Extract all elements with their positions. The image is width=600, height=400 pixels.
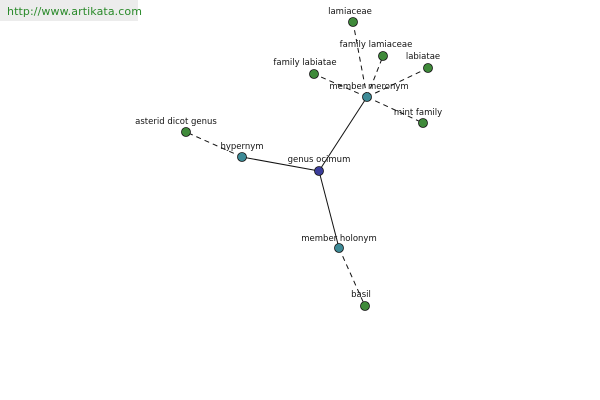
- edge-center-holonym: [318, 170, 340, 249]
- graph-labels: genus ocimum hypernym member meronym member…: [135, 7, 442, 300]
- url-link[interactable]: http://www.artikata.com: [7, 5, 143, 18]
- node-lamiaceae[interactable]: [348, 17, 358, 27]
- node-family-labiatae[interactable]: [309, 69, 319, 79]
- edge-meronym-lamiaceae: [352, 21, 368, 98]
- edge-hypernym-asterid: [185, 131, 243, 158]
- node-family-lamiaceae-label: family lamiaceae: [340, 40, 413, 50]
- graph-nodes: [181, 17, 433, 311]
- edge-meronym-family_labiatae: [313, 73, 368, 98]
- node-basil[interactable]: [360, 301, 370, 311]
- edge-meronym-family_lamiaceae: [366, 55, 384, 98]
- node-mint-family[interactable]: [418, 118, 428, 128]
- edge-center-hypernym: [241, 156, 320, 172]
- edge-meronym-mint_family: [366, 96, 424, 124]
- node-family-lamiaceae[interactable]: [378, 51, 388, 61]
- node-labiatae[interactable]: [423, 63, 433, 73]
- edge-meronym-labiatae: [366, 67, 429, 98]
- node-member-holonym[interactable]: [334, 243, 344, 253]
- edge-holonym-basil: [338, 247, 366, 307]
- node-genus-ocimum-label: genus ocimum: [288, 155, 351, 165]
- node-asterid-dicot-genus[interactable]: [181, 127, 191, 137]
- node-hypernym-label: hypernym: [220, 142, 263, 152]
- url-banner: http://www.artikata.com: [0, 0, 142, 21]
- graph-edges: [185, 21, 429, 307]
- node-asterid-dicot-genus-label: asterid dicot genus: [135, 117, 217, 127]
- node-labiatae-label: labiatae: [406, 52, 440, 62]
- node-basil-label: basil: [351, 290, 371, 300]
- node-family-labiatae-label: family labiatae: [273, 58, 336, 68]
- node-member-holonym-label: member holonym: [301, 234, 376, 244]
- node-genus-ocimum[interactable]: [314, 166, 324, 176]
- edge-center-meronym: [318, 96, 368, 172]
- node-member-meronym[interactable]: [362, 92, 372, 102]
- node-hypernym[interactable]: [237, 152, 247, 162]
- node-lamiaceae-label: lamiaceae: [328, 7, 372, 17]
- node-mint-family-label: mint family: [394, 108, 442, 118]
- node-member-meronym-label: member meronym: [329, 82, 408, 92]
